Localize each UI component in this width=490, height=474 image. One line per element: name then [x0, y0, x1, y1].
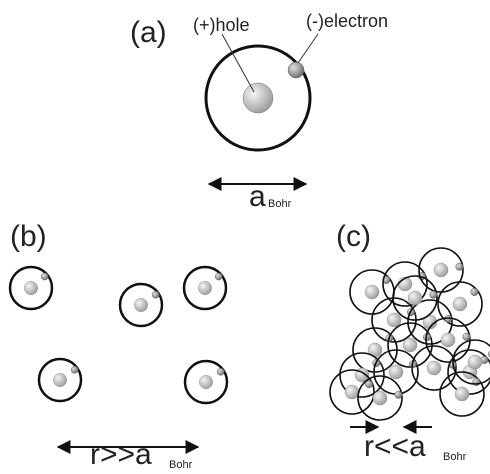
- panel-a: [204, 33, 319, 191]
- bohr-subscript-b: Bohr: [169, 459, 193, 471]
- hole-sphere: [53, 373, 67, 387]
- exciton-orbit: [37, 357, 83, 403]
- exciton-orbit: [387, 322, 433, 368]
- hole-sphere: [452, 296, 468, 312]
- exciton: [357, 375, 403, 421]
- exciton: [439, 371, 485, 417]
- panel-a-label: (a): [130, 16, 167, 49]
- exciton-orbit: [382, 261, 428, 307]
- exciton-orbit: [8, 265, 54, 311]
- hole-sphere: [372, 390, 388, 406]
- bohr-subscript-c: Bohr: [443, 451, 467, 463]
- exciton: [411, 345, 457, 391]
- exciton: [329, 369, 375, 415]
- hole-sphere: [134, 298, 148, 312]
- hole-sphere: [440, 332, 456, 348]
- separation-label-c: r<<a: [364, 430, 426, 463]
- exciton: [349, 269, 395, 315]
- hole-sphere: [426, 360, 442, 376]
- hole-sphere: [433, 262, 449, 278]
- exciton-orbit: [329, 369, 375, 415]
- exciton-orbit: [452, 339, 490, 385]
- exciton: [387, 322, 433, 368]
- electron-label: (-)electron: [306, 11, 389, 31]
- hole-sphere: [198, 281, 212, 295]
- electron-sphere: [287, 61, 305, 79]
- electron-sphere: [429, 290, 438, 299]
- exciton: [182, 265, 228, 311]
- electron-sphere: [455, 262, 464, 271]
- exciton-orbit: [392, 275, 438, 321]
- exciton: [437, 281, 483, 327]
- electron-sphere: [151, 290, 160, 299]
- panel-c-label: (c): [336, 220, 371, 253]
- exciton-orbit: [437, 281, 483, 327]
- electron-sphere: [216, 367, 225, 376]
- hole-sphere: [454, 386, 470, 402]
- exciton: [183, 359, 229, 405]
- exciton: [118, 282, 164, 328]
- electron-sphere: [470, 288, 479, 296]
- exciton: [425, 317, 471, 363]
- electron-leader-line: [297, 33, 319, 64]
- hole-sphere: [344, 384, 360, 400]
- exciton: [37, 357, 83, 403]
- exciton-orbit: [407, 299, 453, 345]
- hole-sphere: [407, 290, 423, 306]
- exciton-orbit: [182, 265, 228, 311]
- exciton-orbit: [183, 359, 229, 405]
- hole-sphere: [364, 284, 380, 300]
- exciton: [418, 247, 464, 293]
- electron-sphere: [365, 380, 373, 389]
- hole-sphere: [388, 364, 404, 380]
- exciton-orbit: [439, 371, 485, 417]
- electron-sphere: [394, 390, 403, 399]
- exciton: [392, 275, 438, 321]
- panel-c: [329, 247, 490, 421]
- electron-sphere: [70, 365, 79, 374]
- exciton-orbit: [118, 282, 164, 328]
- separation-label-b: r>>a: [90, 438, 152, 471]
- exciton: [452, 339, 490, 385]
- bohr-symbol-a: a: [249, 180, 266, 213]
- hole-sphere: [402, 337, 418, 353]
- hole-sphere: [467, 354, 483, 370]
- panel-b: [8, 265, 229, 405]
- exciton-orbit: [447, 349, 490, 395]
- exciton: [8, 265, 54, 311]
- electron-sphere: [214, 272, 223, 281]
- bohr-orbit: [204, 44, 312, 152]
- exciton-orbit: [339, 352, 385, 398]
- hole-sphere: [24, 281, 38, 295]
- exciton-orbit: [411, 345, 457, 391]
- electron-sphere: [40, 272, 49, 281]
- hole-label: (+)hole: [193, 15, 250, 35]
- electron-sphere: [462, 332, 471, 341]
- bohr-subscript-a: Bohr: [268, 198, 292, 210]
- hole-sphere: [199, 375, 213, 389]
- hole-sphere: [242, 82, 274, 114]
- hole-leader-line: [221, 33, 255, 93]
- panel-b-label: (b): [10, 220, 47, 253]
- exciton: [407, 299, 453, 345]
- exciton-orbit: [357, 375, 403, 421]
- hole-sphere: [386, 312, 402, 328]
